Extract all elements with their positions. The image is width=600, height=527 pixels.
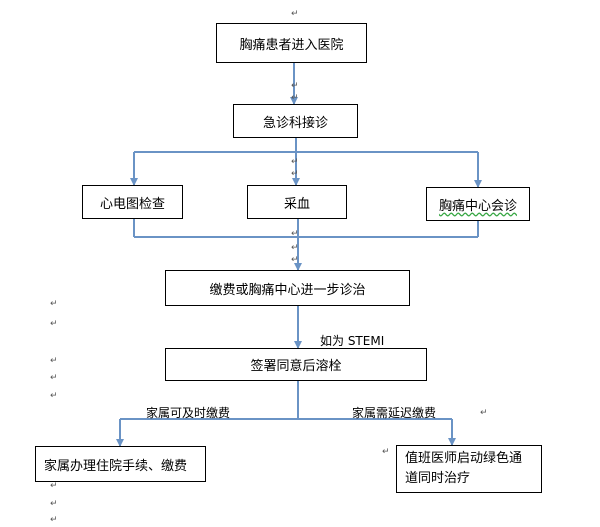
paragraph-mark: ↵ bbox=[382, 447, 390, 457]
node-admit-label: 家属办理住院手续、缴费 bbox=[44, 458, 188, 474]
node-blood: 采血 bbox=[247, 185, 347, 219]
node-consent: 签署同意后溶栓 bbox=[165, 348, 427, 381]
paragraph-mark: ↵ bbox=[291, 255, 299, 265]
paragraph-mark: ↵ bbox=[50, 299, 58, 309]
node-treat: 值班医师启动绿色通道同时治疗 bbox=[396, 445, 542, 493]
node-start-label: 胸痛患者进入医院 bbox=[239, 37, 344, 53]
paragraph-mark: ↵ bbox=[291, 243, 299, 253]
paragraph-mark: ↵ bbox=[291, 93, 299, 103]
node-triage: 急诊科接诊 bbox=[233, 104, 358, 138]
paragraph-mark: ↵ bbox=[480, 408, 488, 418]
node-consult-label: 胸痛中心会诊 bbox=[438, 198, 517, 214]
paragraph-mark: ↵ bbox=[50, 391, 58, 401]
paragraph-mark: ↵ bbox=[50, 515, 58, 525]
paragraph-mark: ↵ bbox=[291, 169, 299, 179]
node-payment-label: 缴费或胸痛中心进一步诊治 bbox=[209, 282, 366, 298]
paragraph-mark: ↵ bbox=[291, 229, 299, 239]
node-start: 胸痛患者进入医院 bbox=[216, 23, 367, 63]
node-consent-label: 签署同意后溶栓 bbox=[250, 359, 342, 374]
paragraph-mark: ↵ bbox=[50, 319, 58, 329]
node-treat-label: 值班医师启动绿色通道同时治疗 bbox=[405, 451, 523, 486]
paragraph-mark: ↵ bbox=[291, 81, 299, 91]
paragraph-mark: ↵ bbox=[50, 481, 58, 491]
edge-label-pay-ok: 家属可及时缴费 bbox=[146, 406, 231, 420]
paragraph-mark: ↵ bbox=[50, 356, 58, 366]
paragraph-mark: ↵ bbox=[291, 9, 299, 19]
paragraph-mark: ↵ bbox=[50, 373, 58, 383]
node-ecg-label: 心电图检查 bbox=[99, 196, 165, 212]
node-blood-label: 采血 bbox=[283, 196, 310, 212]
node-ecg: 心电图检查 bbox=[82, 185, 183, 219]
edge-label-pay-delay: 家属需延迟缴费 bbox=[352, 406, 437, 420]
paragraph-mark: ↵ bbox=[291, 157, 299, 167]
node-payment: 缴费或胸痛中心进一步诊治 bbox=[165, 270, 410, 306]
paragraph-mark: ↵ bbox=[50, 499, 58, 509]
edge-label-stemi: 如为 STEMI bbox=[320, 334, 385, 348]
node-consult: 胸痛中心会诊 bbox=[426, 187, 530, 221]
node-admit: 家属办理住院手续、缴费 bbox=[35, 446, 206, 482]
node-triage-label: 急诊科接诊 bbox=[262, 115, 328, 131]
